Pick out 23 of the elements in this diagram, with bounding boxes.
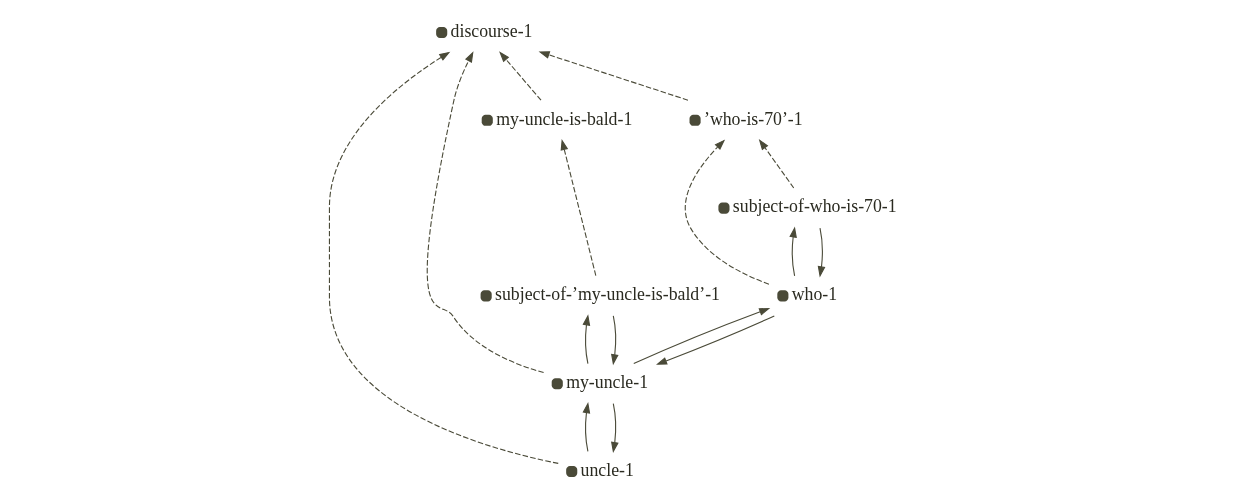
arrow xyxy=(684,139,769,285)
arrow xyxy=(328,51,559,464)
node-label: who-1 xyxy=(791,284,837,305)
arrow xyxy=(655,315,775,365)
arrow xyxy=(610,403,619,454)
arrow xyxy=(426,51,544,374)
arrow xyxy=(498,51,542,101)
node-label: subject-of-’my-uncle-is-bald’-1 xyxy=(494,284,720,305)
arrow xyxy=(582,402,590,452)
arrow xyxy=(582,314,590,365)
node-label: discourse-1 xyxy=(450,20,532,41)
node-label: subject-of-who-is-70-1 xyxy=(732,196,897,217)
node-label: ’who-is-70’-1 xyxy=(703,108,803,129)
arrow xyxy=(817,227,825,278)
node-label: my-uncle-is-bald-1 xyxy=(495,108,632,129)
node-label: my-uncle-1 xyxy=(565,371,648,392)
arrow xyxy=(560,139,596,277)
arrow xyxy=(632,308,770,365)
arrow xyxy=(538,51,689,101)
arrow xyxy=(788,226,797,277)
arrow xyxy=(758,139,794,189)
node-label: uncle-1 xyxy=(580,459,634,480)
arrow xyxy=(610,315,619,366)
